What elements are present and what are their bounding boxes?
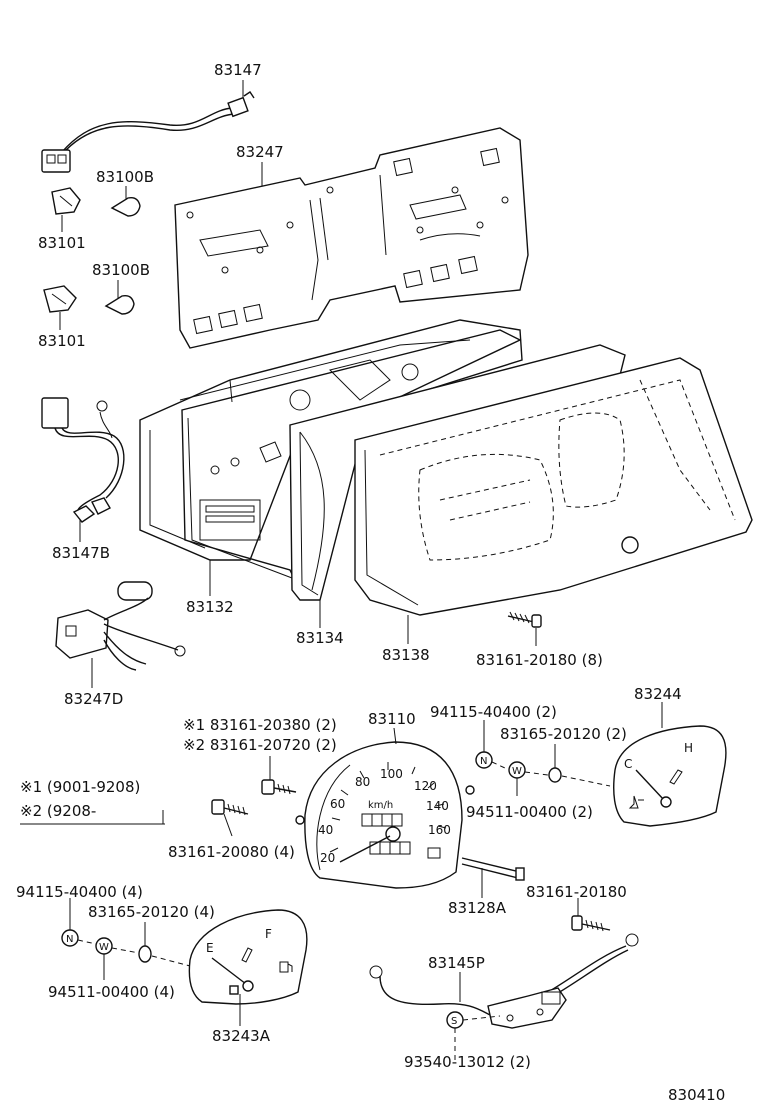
legend-note1: ※1 (9001-9208) <box>20 778 140 796</box>
label-83161-20080-4: 83161-20080 (4) <box>168 843 295 861</box>
temp-gauge-83244: C H <box>613 725 727 827</box>
label-83100B-b: 83100B <box>92 261 150 279</box>
bulb-83100B-a <box>110 196 141 217</box>
label-83110: 83110 <box>368 710 416 728</box>
speedometer-83110: 20 40 60 80 100 120 140 160 km/h <box>295 741 475 889</box>
meter-glass-83138 <box>354 357 753 616</box>
label-note1-83161-20380: ※1 83161-20380 (2) <box>183 716 337 734</box>
temperature-icon <box>628 795 644 809</box>
speed-tick-140: 140 <box>426 799 449 813</box>
bulb-socket-83101-b <box>43 285 77 313</box>
label-94115-40400-2: 94115-40400 (2) <box>430 703 557 721</box>
label-note2-83161-20720: ※2 83161-20720 (2) <box>183 736 337 754</box>
legend-note2: ※2 (9208- <box>20 802 96 820</box>
wire-harness-83247D <box>55 581 186 671</box>
nut-symbol-icon: N <box>475 751 493 769</box>
temp-mark-c: C <box>624 757 632 771</box>
screw-83161-20380 <box>261 779 297 795</box>
label-83100B-a: 83100B <box>96 168 154 186</box>
fuel-mark-f: F <box>265 927 272 941</box>
screw-83161-20080 <box>211 799 249 816</box>
label-83145P: 83145P <box>428 954 485 972</box>
speed-tick-100: 100 <box>380 767 403 781</box>
svg-text:N: N <box>66 934 73 945</box>
label-83244: 83244 <box>634 685 682 703</box>
fuel-gauge-83243A: E F <box>188 909 308 1005</box>
speed-unit: km/h <box>368 800 393 811</box>
label-83134: 83134 <box>296 629 344 647</box>
svg-text:N: N <box>480 756 487 767</box>
label-83247D: 83247D <box>64 690 123 708</box>
speedometer-cable-83128A <box>461 857 525 881</box>
speed-tick-120: 120 <box>414 779 437 793</box>
screw-83161-20180 <box>571 915 611 932</box>
svg-text:S: S <box>451 1016 457 1027</box>
speed-tick-40: 40 <box>318 823 333 837</box>
speed-tick-20: 20 <box>320 851 335 865</box>
speed-tick-60: 60 <box>330 797 345 811</box>
screw-symbol-icon: S <box>446 1011 464 1029</box>
label-94115-40400-4: 94115-40400 (4) <box>16 883 143 901</box>
label-83147: 83147 <box>214 61 262 79</box>
label-83165-20120-2: 83165-20120 (2) <box>500 725 627 743</box>
washer-symbol-icon: W <box>508 761 526 779</box>
nut-symbol-icon: N <box>61 929 79 947</box>
figure-number: 830410 <box>668 1086 725 1104</box>
odometer-window <box>361 813 441 859</box>
washer-symbol-icon: W <box>95 937 113 955</box>
fuel-pump-icon <box>279 961 293 973</box>
speed-tick-80: 80 <box>355 775 370 789</box>
label-83165-20120-4: 83165-20120 (4) <box>88 903 215 921</box>
bulb-83100B-b <box>104 294 135 315</box>
label-83161-20180-8: 83161-20180 (8) <box>476 651 603 669</box>
svg-text:W: W <box>99 942 109 953</box>
label-83101-b: 83101 <box>38 332 86 350</box>
wire-harness-83147B <box>41 397 125 523</box>
label-94511-00400-4: 94511-00400 (4) <box>48 983 175 1001</box>
label-83138: 83138 <box>382 646 430 664</box>
speed-tick-160: 160 <box>428 823 451 837</box>
printed-circuit-83247 <box>174 127 529 349</box>
label-83247: 83247 <box>236 143 284 161</box>
wire-harness-83147 <box>41 91 255 173</box>
wire-harness-83145P <box>369 933 639 1029</box>
label-83243A: 83243A <box>212 1027 271 1045</box>
label-83147B: 83147B <box>52 544 110 562</box>
svg-text:W: W <box>512 766 522 777</box>
temp-mark-h: H <box>684 741 693 755</box>
label-94511-00400-2: 94511-00400 (2) <box>466 803 593 821</box>
label-93540-13012-2: 93540-13012 (2) <box>404 1053 531 1071</box>
screw-83161-20180-8 <box>507 611 542 628</box>
label-83101-a: 83101 <box>38 234 86 252</box>
label-83132: 83132 <box>186 598 234 616</box>
label-83161-20180: 83161-20180 <box>526 883 627 901</box>
fuel-mark-e: E <box>206 941 214 955</box>
label-83128A: 83128A <box>448 899 507 917</box>
bulb-socket-83101-a <box>51 187 81 215</box>
